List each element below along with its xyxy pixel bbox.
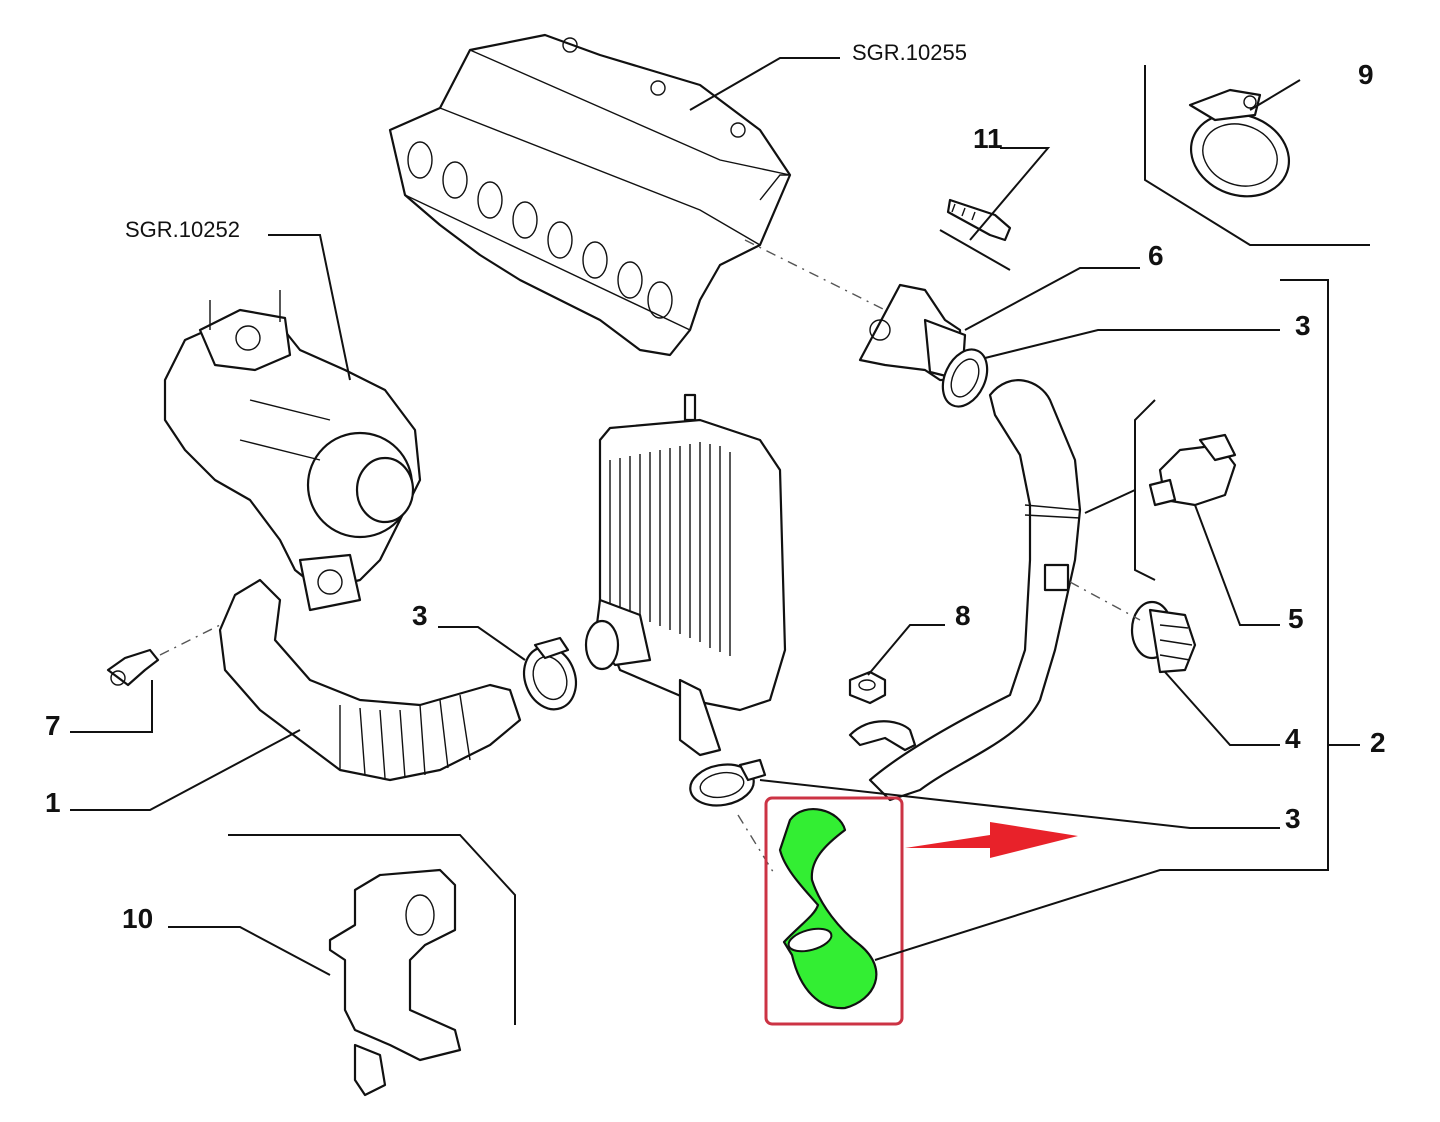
sensor-5-pointer (1084, 489, 1136, 514)
bracket-part-10 (328, 868, 462, 1097)
intake-pipe (848, 379, 1082, 802)
turbo-hose-part-1 (218, 578, 522, 782)
ref-label-turbocharger: SGR.10252 (125, 217, 240, 242)
highlighted-hose-part (778, 808, 878, 1010)
callout-3-lower: 3 (1285, 803, 1301, 834)
bolt-part-11 (946, 198, 1012, 242)
bolt-leader-line (939, 229, 1011, 271)
sensor-part-5 (1148, 433, 1237, 507)
clamp-part-3-upper (941, 348, 989, 408)
screw-axis-line (159, 619, 231, 656)
turbocharger (163, 290, 422, 612)
clamp-part-9 (1188, 88, 1291, 198)
sensor-5-bracket (1134, 399, 1156, 581)
callout-9: 9 (1358, 59, 1374, 90)
callout-3-upper: 3 (1295, 310, 1311, 341)
callout-10: 10 (122, 903, 153, 934)
connector-part-4 (1130, 600, 1197, 674)
manifold-axis-line (744, 239, 886, 311)
clamp-9-bracket (1144, 65, 1370, 246)
highlight-arrow (905, 822, 1078, 858)
screw-part-7 (106, 648, 160, 687)
callout-11: 11 (973, 123, 1003, 154)
callout-3-middle: 3 (412, 600, 428, 631)
connector-axis-line (1069, 581, 1141, 621)
callout-7: 7 (45, 710, 61, 741)
callout-4: 4 (1285, 723, 1301, 754)
clamp-part-3-middle (522, 636, 578, 711)
bracket-10-frame (228, 834, 516, 1025)
intake-manifold (388, 33, 792, 357)
nut-part-8 (848, 670, 887, 705)
callout-2: 2 (1370, 727, 1386, 758)
callout-5: 5 (1288, 603, 1304, 634)
intercooler (584, 393, 787, 757)
callout-1: 1 (45, 787, 61, 818)
clamp-part-3-lower (689, 758, 767, 807)
leader-lines (70, 57, 1360, 976)
clamp-lower-axis-line (737, 814, 776, 876)
callout-6: 6 (1148, 240, 1164, 271)
ref-label-intake-manifold: SGR.10255 (852, 40, 967, 65)
highlight-frame (764, 796, 904, 1026)
callout-8: 8 (955, 600, 971, 631)
